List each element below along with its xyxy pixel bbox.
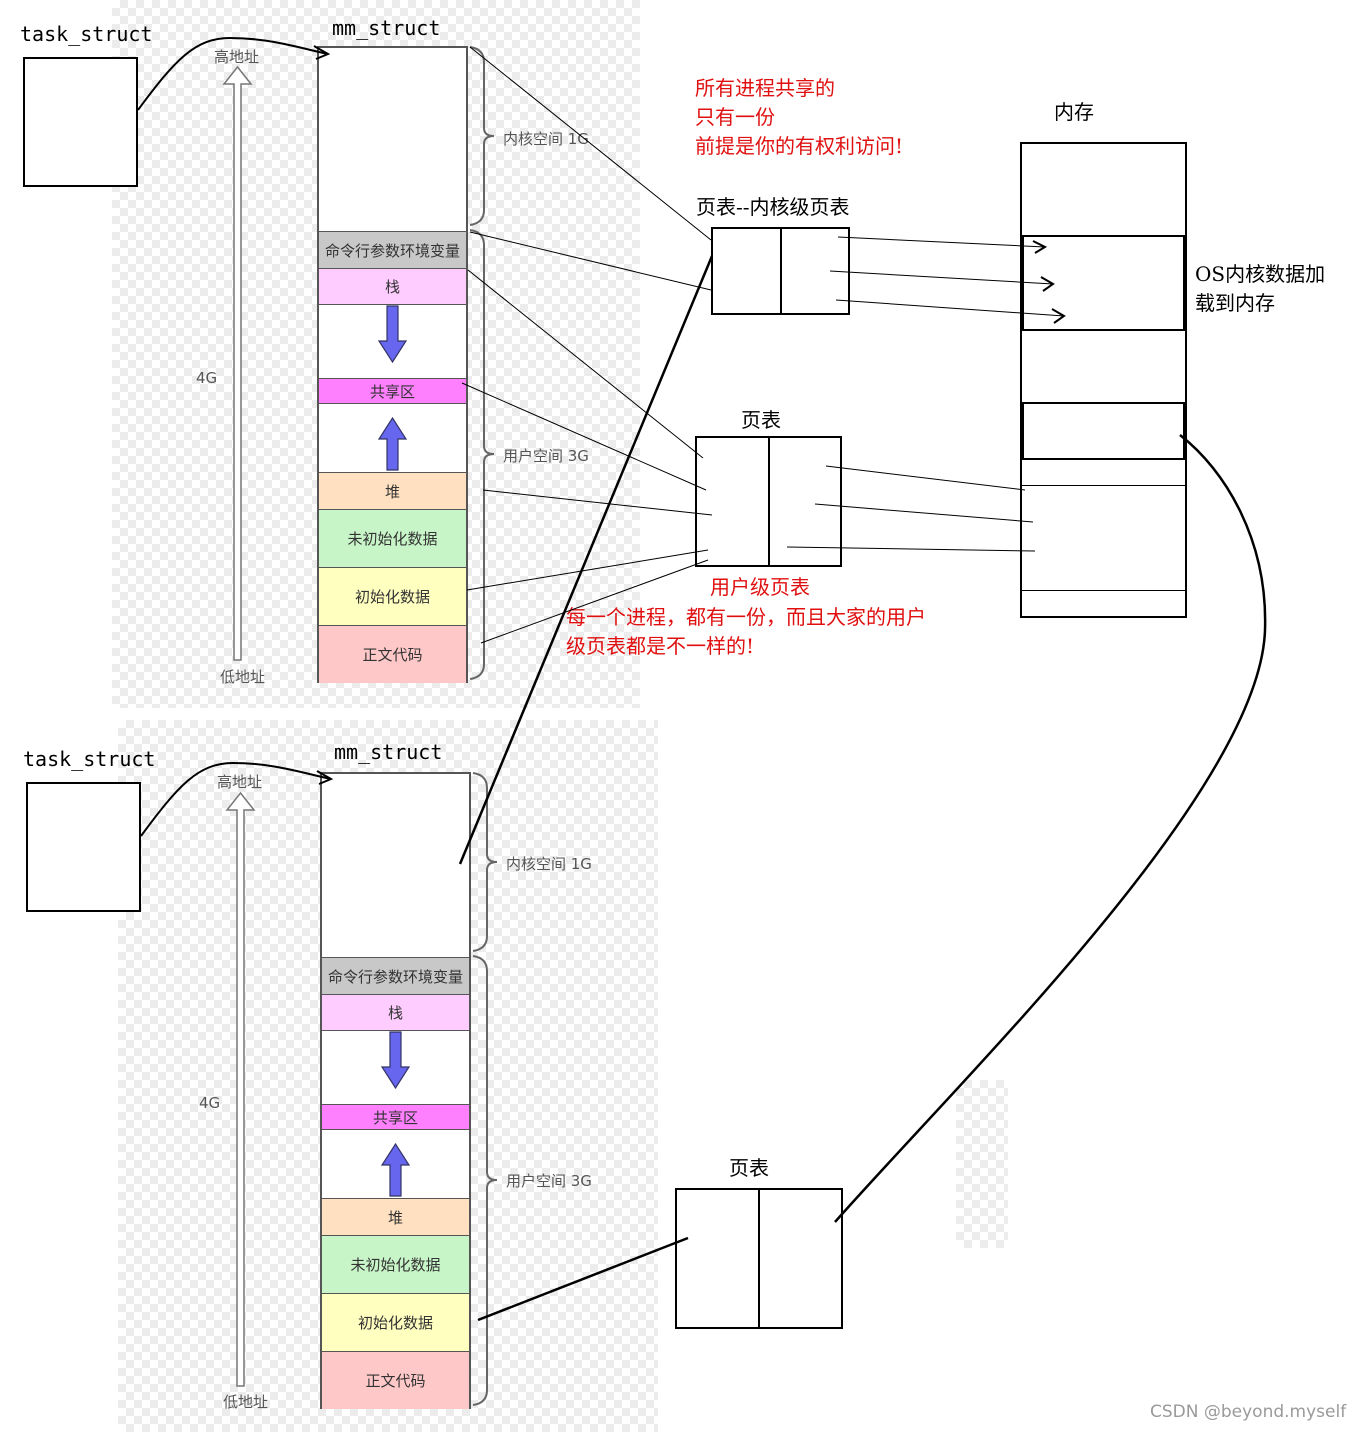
task-struct-label-bottom: task_struct <box>23 747 156 771</box>
memory-user-region <box>1022 402 1185 460</box>
memory-title: 内存 <box>1054 100 1094 124</box>
seg-heap: 堆 <box>319 472 466 510</box>
map-text-to-upt <box>480 559 709 644</box>
os-note-line2: 载到内存 <box>1195 291 1275 315</box>
user-note-line1: 每一个进程，都有一份，而且大家的用户 <box>566 605 926 629</box>
kernel-page-table-box <box>711 227 850 315</box>
map-shared-to-upt <box>461 382 707 491</box>
task-to-mm-arrowhead-top <box>313 45 331 60</box>
user-space-label-bottom: 用户空间 3G <box>506 1172 592 1190</box>
map-heap-to-upt <box>482 489 713 516</box>
task-struct-box-top <box>23 57 138 187</box>
low-addr-label-bottom: 低地址 <box>223 1393 269 1411</box>
user-page-table-box <box>695 436 842 567</box>
high-addr-label-bottom: 高地址 <box>217 773 263 791</box>
kpt-to-mem-1 <box>837 236 1046 248</box>
bottom-data-to-page-table <box>477 1236 689 1322</box>
memory-divider-1 <box>1022 485 1185 486</box>
seg-cmdline: 命令行参数环境变量 <box>319 231 466 269</box>
kernel-space-label-bottom: 内核空间 1G <box>506 855 592 873</box>
map-cmdline-to-kpt <box>469 231 712 291</box>
kpt-to-mem-3 <box>835 299 1065 317</box>
mm-struct-label-bottom: mm_struct <box>334 740 443 764</box>
map-stack-to-upt <box>467 269 704 459</box>
kernel-page-table-divider <box>780 229 782 313</box>
upt-to-mem-3 <box>786 546 1036 552</box>
mm-struct-column-top: 命令行参数环境变量 栈 共享区 堆 未初始化数据 初始化数据 正文代码 <box>317 46 468 683</box>
bottom-page-table-to-memory <box>834 434 1267 1223</box>
seg-cmdline: 命令行参数环境变量 <box>322 957 469 995</box>
upt-to-mem-2 <box>814 503 1034 523</box>
address-arrow-top <box>222 65 253 661</box>
bottom-page-table-divider <box>758 1190 760 1327</box>
kernel-space-label-top: 内核空间 1G <box>503 130 589 148</box>
mem-arrowhead-3 <box>1051 308 1066 324</box>
stack-grow-arrow-bottom <box>380 1031 411 1090</box>
user-brace-top <box>469 229 495 680</box>
map-kernel-to-kpt <box>469 46 712 241</box>
low-addr-label-top: 低地址 <box>220 668 266 686</box>
size-label-top: 4G <box>196 369 218 387</box>
stack-grow-arrow-top <box>377 305 408 364</box>
size-label-bottom: 4G <box>199 1094 221 1112</box>
seg-text: 正文代码 <box>319 626 466 683</box>
seg-shared: 共享区 <box>322 1104 469 1130</box>
task-to-mm-curve-bottom <box>140 761 332 837</box>
upt-to-mem-1 <box>825 465 1026 491</box>
seg-shared: 共享区 <box>319 378 466 404</box>
page-table-bottom-title: 页表 <box>729 1156 769 1180</box>
memory-box <box>1020 142 1187 618</box>
mm-struct-label-top: mm_struct <box>332 16 441 40</box>
high-addr-label-top: 高地址 <box>214 48 260 66</box>
user-page-table-divider <box>768 438 770 565</box>
task-to-mm-curve-top <box>137 36 329 111</box>
user-note-line2: 级页表都是不一样的! <box>566 634 755 658</box>
seg-bss: 未初始化数据 <box>319 510 466 568</box>
kernel-brace-top <box>469 46 495 226</box>
heap-grow-arrow-top <box>377 416 408 471</box>
page-table-title: 页表 <box>741 408 781 432</box>
address-arrow-bottom <box>225 791 256 1387</box>
seg-bss: 未初始化数据 <box>322 1236 469 1294</box>
seg-data: 初始化数据 <box>319 568 466 626</box>
mem-arrowhead-1 <box>1032 240 1048 254</box>
watermark: CSDN @beyond.myself <box>1150 1402 1347 1422</box>
kernel-brace-bottom <box>472 772 498 952</box>
shared-note-line1: 所有进程共享的 <box>695 76 835 100</box>
os-note-line1: OS内核数据加 <box>1195 262 1326 286</box>
shared-note-line3: 前提是你的有权利访问! <box>695 134 904 158</box>
user-page-table-title: 用户级页表 <box>710 575 810 599</box>
memory-divider-2 <box>1022 590 1185 591</box>
user-brace-bottom <box>472 955 498 1406</box>
seg-heap: 堆 <box>322 1198 469 1236</box>
bottom-page-table-box <box>675 1188 843 1329</box>
seg-text: 正文代码 <box>322 1352 469 1409</box>
task-to-mm-arrowhead-bottom <box>316 770 334 785</box>
seg-data: 初始化数据 <box>322 1294 469 1352</box>
mm-struct-column-bottom: 命令行参数环境变量 栈 共享区 堆 未初始化数据 初始化数据 正文代码 <box>320 772 471 1409</box>
map-data-to-upt <box>466 549 709 591</box>
seg-stack: 栈 <box>319 269 466 305</box>
heap-grow-arrow-bottom <box>380 1142 411 1197</box>
bottom-kernel-to-kpt <box>458 255 714 865</box>
seg-stack: 栈 <box>322 995 469 1031</box>
kernel-page-table-title: 页表--内核级页表 <box>696 195 850 219</box>
user-space-label-top: 用户空间 3G <box>503 447 589 465</box>
kpt-to-mem-2 <box>829 270 1054 285</box>
task-struct-label-top: task_struct <box>20 22 153 46</box>
shared-note-line2: 只有一份 <box>695 105 775 129</box>
task-struct-box-bottom <box>26 782 141 912</box>
checker-bg-side <box>956 1080 1008 1248</box>
mem-arrowhead-2 <box>1040 276 1055 292</box>
